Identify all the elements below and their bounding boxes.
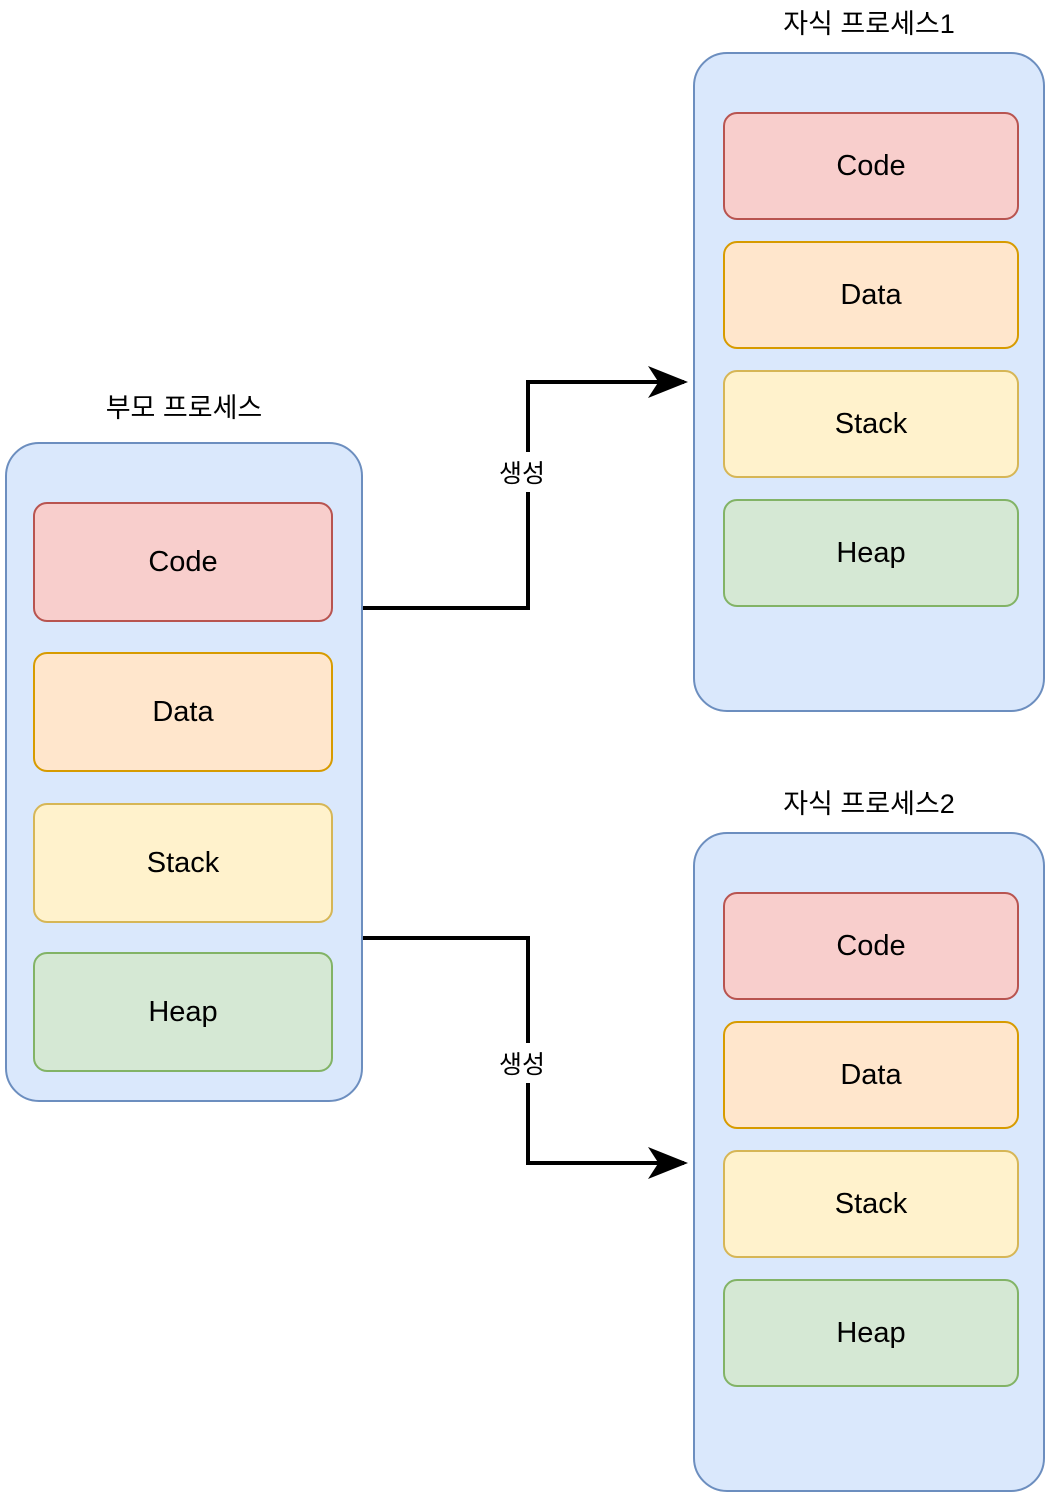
child-1-segment-stack[interactable]: Stack xyxy=(723,370,1019,478)
child-process-1-box[interactable]: Code Data Stack Heap xyxy=(693,52,1045,712)
parent-segment-heap[interactable]: Heap xyxy=(33,952,333,1072)
parent-process-box[interactable]: Code Data Stack Heap xyxy=(5,442,363,1102)
child-1-segment-data[interactable]: Data xyxy=(723,241,1019,349)
child-1-segment-heap[interactable]: Heap xyxy=(723,499,1019,607)
child-process-1-title: 자식 프로세스1 xyxy=(783,9,955,39)
child-2-segment-data[interactable]: Data xyxy=(723,1021,1019,1129)
edge-label-create-2: 생성 xyxy=(494,1043,551,1083)
child-2-segment-stack[interactable]: Stack xyxy=(723,1150,1019,1258)
child-1-segment-code[interactable]: Code xyxy=(723,112,1019,220)
parent-process-title: 부모 프로세스 xyxy=(105,393,263,423)
parent-segment-stack[interactable]: Stack xyxy=(33,803,333,923)
child-2-segment-code[interactable]: Code xyxy=(723,892,1019,1000)
edge-label-create-1: 생성 xyxy=(494,452,551,492)
child-process-2-box[interactable]: Code Data Stack Heap xyxy=(693,832,1045,1492)
arrow-parent-to-child-1 xyxy=(363,366,688,610)
child-process-2-title: 자식 프로세스2 xyxy=(783,789,955,819)
parent-segment-code[interactable]: Code xyxy=(33,502,333,622)
child-2-segment-heap[interactable]: Heap xyxy=(723,1279,1019,1387)
parent-segment-data[interactable]: Data xyxy=(33,652,333,772)
